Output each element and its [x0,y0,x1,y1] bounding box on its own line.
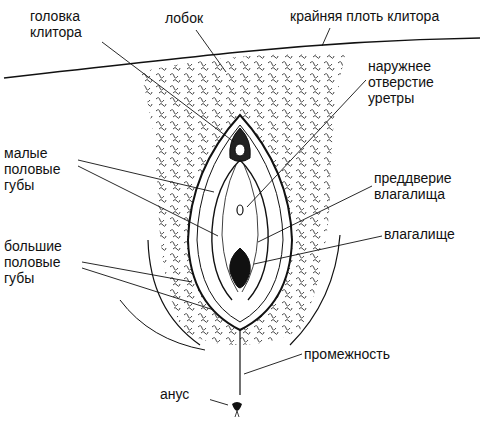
structure-label: крайняя плоть клитора [290,8,480,24]
structure-label: анус [160,386,210,402]
structure-label: влагалище [384,226,480,242]
structure-label: наружнее отверстие уретры [368,58,472,106]
structure-label: головка клитора [30,8,102,40]
structure-label: лобок [165,10,235,26]
structure-label: преддверие влагалища [374,170,478,202]
structure-label: большие половые губы [4,238,82,286]
structure-label: малые половые губы [4,145,78,193]
structure-label: промежность [304,346,424,362]
